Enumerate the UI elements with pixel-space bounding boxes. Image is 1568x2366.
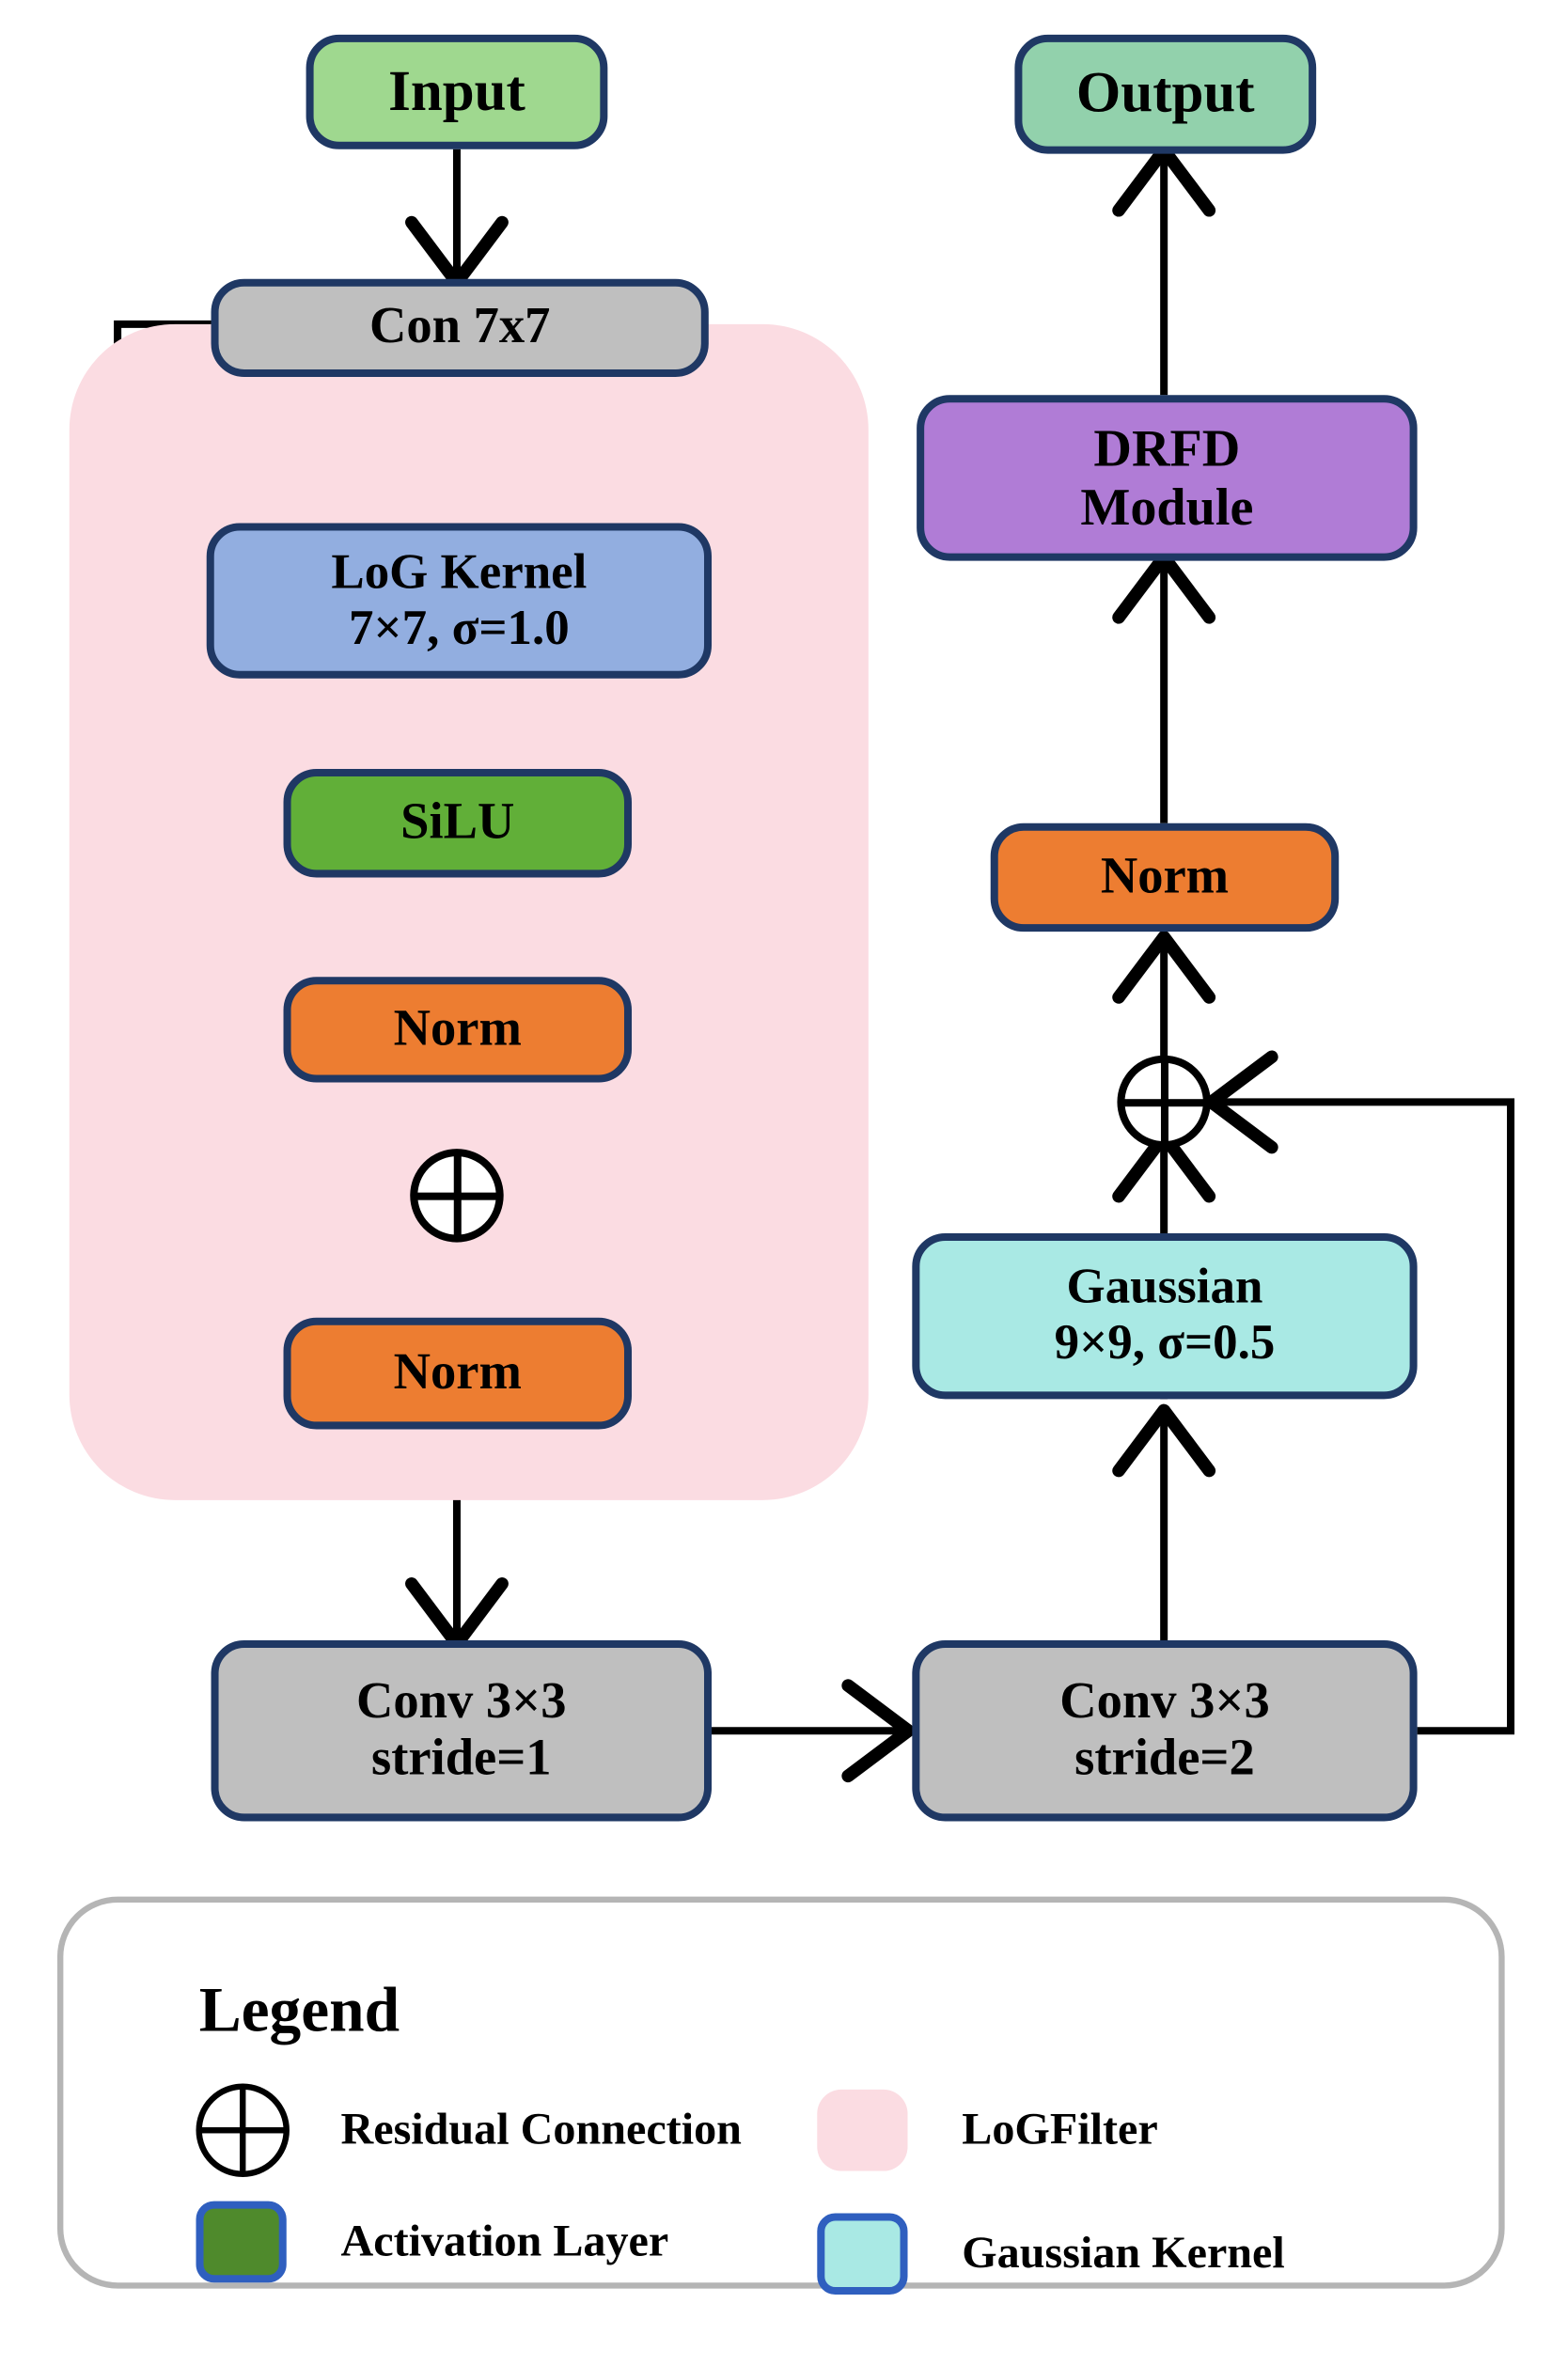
node-norm-left-2[interactable]: Norm (283, 1317, 633, 1430)
node-conv-stride1-line2: stride=1 (370, 1731, 552, 1787)
legend-item-residual-connection: Residual Connection (196, 2083, 742, 2177)
node-norm-right[interactable]: Norm (990, 823, 1340, 932)
legend-item-label: LoGFilter (962, 2104, 1158, 2154)
pink-swatch-icon (817, 2089, 908, 2171)
cyan-swatch-icon (817, 2213, 908, 2295)
node-conv-stride1[interactable]: Conv 3×3 stride=1 (211, 1639, 713, 1822)
residual-add-left[interactable] (410, 1149, 504, 1243)
node-gaussian[interactable]: Gaussian 9×9, σ=0.5 (912, 1232, 1418, 1400)
legend-panel: Legend Residual Connection LoGFilter Act… (56, 1896, 1505, 2295)
node-con7x7-label: Con 7x7 (368, 299, 551, 355)
legend-item-activation-layer: Activation Layer (196, 2201, 669, 2283)
node-conv-stride2-line1: Conv 3×3 (1059, 1673, 1270, 1730)
node-output-label: Output (1075, 62, 1255, 126)
node-norm-left-2-label: Norm (393, 1344, 522, 1401)
legend-title: Legend (198, 1976, 400, 2046)
node-conv-stride1-line1: Conv 3×3 (356, 1673, 567, 1730)
node-log-kernel-line1: LoG Kernel (331, 544, 588, 600)
node-norm-right-label: Norm (1100, 848, 1230, 905)
node-log-kernel[interactable]: LoG Kernel 7×7, σ=1.0 (206, 523, 713, 679)
legend-item-label: Gaussian Kernel (962, 2228, 1285, 2279)
node-drfd-module-line2: Module (1080, 478, 1254, 537)
node-log-kernel-line2: 7×7, σ=1.0 (349, 601, 570, 655)
node-silu[interactable]: SiLU (283, 768, 633, 878)
node-con7x7[interactable]: Con 7x7 (211, 278, 709, 377)
legend-item-gaussian-kernel: Gaussian Kernel (817, 2213, 1285, 2295)
node-output[interactable]: Output (1014, 34, 1317, 154)
node-drfd-module-line1: DRFD (1093, 418, 1241, 478)
node-input-label: Input (388, 59, 525, 124)
edge-residual-right (1204, 1050, 1515, 1735)
residual-add-right[interactable] (1117, 1055, 1211, 1150)
green-swatch-icon (196, 2201, 287, 2283)
plus-circle-icon (196, 2083, 290, 2177)
node-drfd-module[interactable]: DRFD Module (917, 395, 1418, 561)
node-input[interactable]: Input (306, 34, 608, 149)
node-norm-left-1-label: Norm (393, 1000, 522, 1058)
node-conv-stride2-line2: stride=2 (1074, 1731, 1255, 1787)
legend-item-logfilter: LoGFilter (817, 2089, 1158, 2171)
node-conv-stride2[interactable]: Conv 3×3 stride=2 (912, 1639, 1418, 1822)
node-silu-label: SiLU (400, 794, 515, 851)
node-gaussian-line1: Gaussian (1066, 1260, 1263, 1315)
legend-item-label: Activation Layer (340, 2216, 669, 2266)
node-norm-left-1[interactable]: Norm (283, 977, 633, 1083)
node-gaussian-line2: 9×9, σ=0.5 (1054, 1316, 1276, 1371)
legend-item-label: Residual Connection (340, 2104, 742, 2154)
